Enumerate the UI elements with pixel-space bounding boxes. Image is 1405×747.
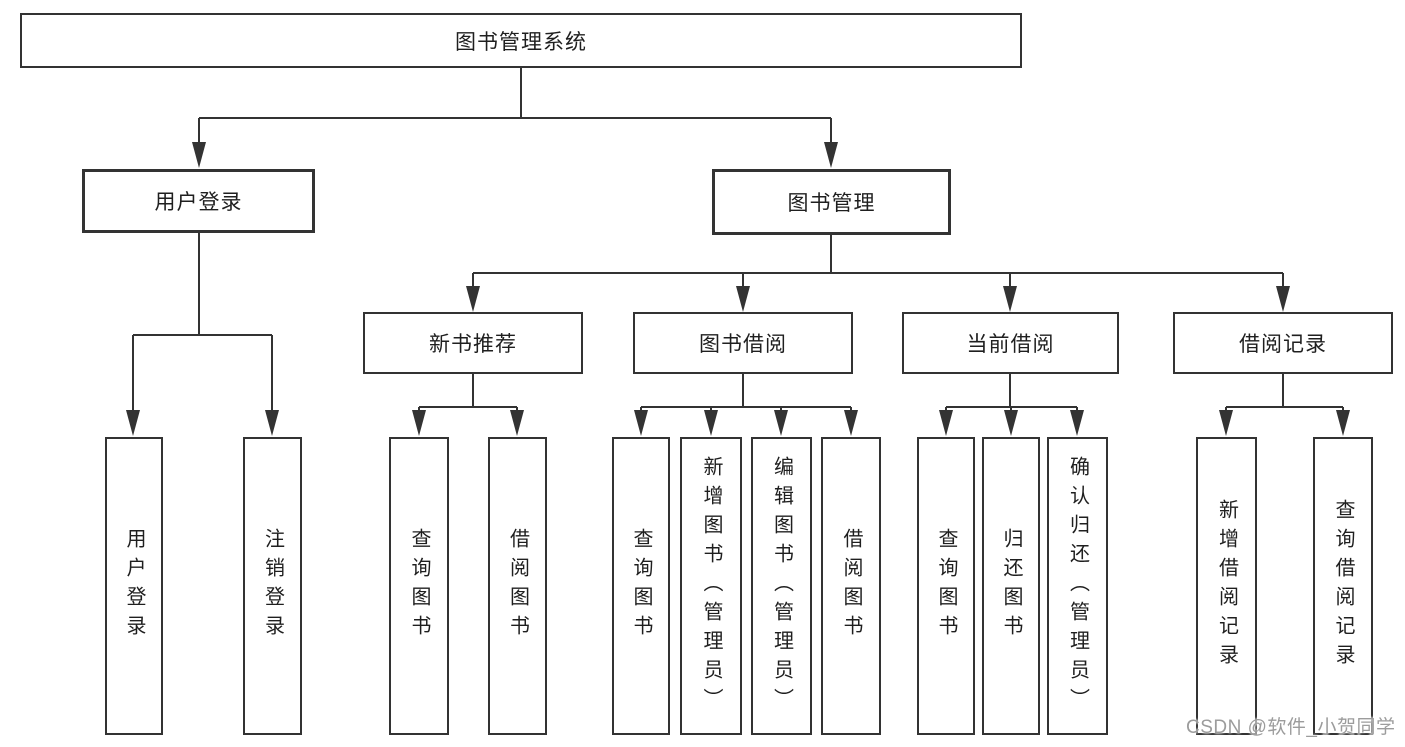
node-label: 当前借阅 [966, 333, 1055, 356]
connector-new-book-to-children [418, 374, 518, 414]
node-label: 用户登录 [123, 528, 145, 644]
leaf-logout: 注销登录 [243, 437, 302, 735]
connector-current-borrow-to-children [945, 374, 1078, 414]
node-book-borrowing: 图书借阅 [633, 312, 853, 374]
leaf-return-book: 归还图书 [982, 437, 1040, 735]
leaf-confirm-return-admin: 确认归还（管理员） [1047, 437, 1108, 735]
leaf-add-borrow-record: 新增借阅记录 [1196, 437, 1257, 735]
node-label: 图书借阅 [699, 333, 787, 356]
connector-book-borrow-to-children [640, 374, 852, 414]
node-label: 用户登录 [154, 191, 243, 214]
leaf-query-books-recommend: 查询图书 [389, 437, 449, 735]
node-label: 新书推荐 [429, 333, 517, 356]
node-label: 查询图书 [935, 528, 957, 644]
node-label: 借阅图书 [506, 528, 529, 644]
node-new-book-recommend: 新书推荐 [363, 312, 583, 374]
connector-records-to-children [1225, 374, 1344, 414]
node-label: 确认归还（管理员） [1066, 455, 1089, 717]
node-label: 图书管理系统 [455, 30, 587, 54]
node-book-management-branch: 图书管理 [712, 169, 951, 235]
node-user-login-branch: 用户登录 [82, 169, 315, 233]
node-root-system: 图书管理系统 [20, 13, 1022, 68]
connector-user-login-to-children [132, 233, 273, 414]
node-label: 图书管理 [787, 192, 876, 215]
node-label: 新增借阅记录 [1215, 499, 1238, 673]
csdn-watermark: CSDN @软件_小贺同学 [1186, 717, 1396, 738]
node-label: 归还图书 [1000, 528, 1022, 644]
leaf-user-login: 用户登录 [105, 437, 163, 735]
leaf-query-books-borrow: 查询图书 [612, 437, 670, 735]
node-borrowing-records: 借阅记录 [1173, 312, 1393, 374]
leaf-edit-book-admin: 编辑图书（管理员） [751, 437, 812, 735]
node-label: 查询图书 [408, 528, 430, 644]
connector-root-to-level2 [198, 68, 832, 146]
node-label: 借阅图书 [840, 528, 862, 644]
node-label: 借阅记录 [1239, 333, 1327, 356]
node-label: 新增图书（管理员） [700, 455, 722, 717]
node-label: 注销登录 [261, 528, 284, 644]
leaf-query-books-current: 查询图书 [917, 437, 975, 735]
node-current-borrowing: 当前借阅 [902, 312, 1119, 374]
leaf-add-book-admin: 新增图书（管理员） [680, 437, 742, 735]
leaf-query-borrow-record: 查询借阅记录 [1313, 437, 1373, 735]
connector-book-mgmt-to-sections [472, 235, 1284, 290]
node-label: 编辑图书（管理员） [770, 455, 793, 717]
arrowheads [126, 142, 1350, 436]
node-label: 查询借阅记录 [1332, 499, 1354, 673]
node-label: 查询图书 [630, 528, 652, 644]
leaf-borrow-books-recommend: 借阅图书 [488, 437, 547, 735]
leaf-borrow-books-borrow: 借阅图书 [821, 437, 881, 735]
